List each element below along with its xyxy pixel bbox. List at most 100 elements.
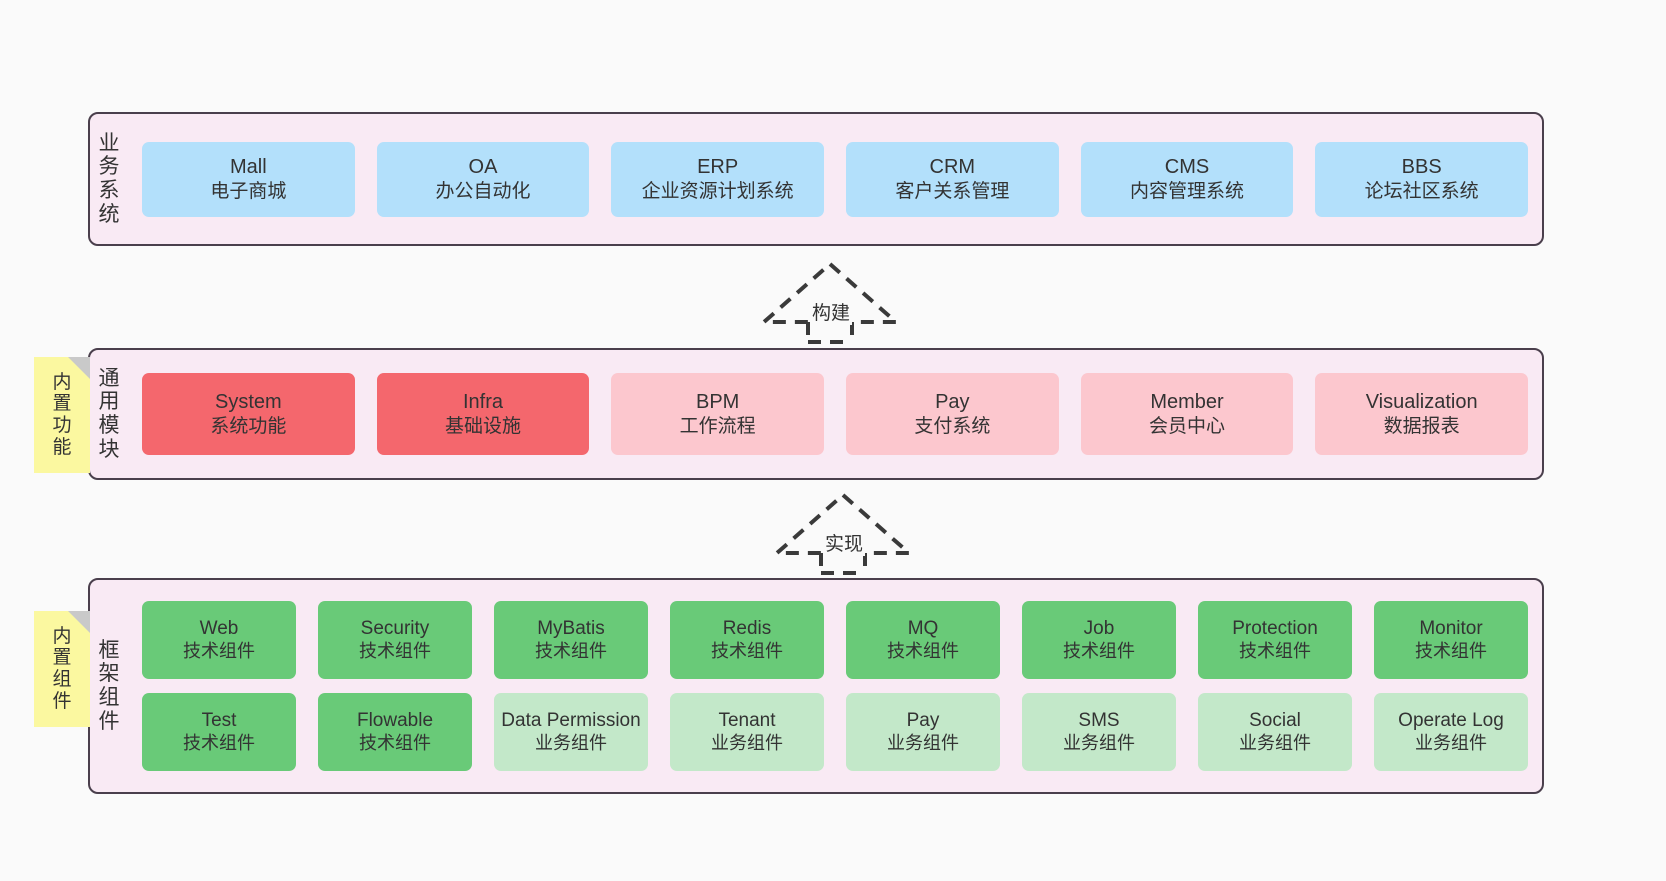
layer-business-system[interactable]: 业 务 系 统 Mall 电子商城 OA 办公自动化 ERP 企业资源计划系统 … (88, 112, 1544, 246)
card-title: Pay (935, 391, 970, 414)
sticky-char: 置 (52, 393, 72, 415)
card-title: MyBatis (537, 618, 605, 640)
card-subtitle: 系统功能 (210, 415, 287, 437)
card-title: Visualization (1365, 391, 1478, 414)
card-web[interactable]: Web 技术组件 (142, 601, 296, 679)
card-redis[interactable]: Redis 技术组件 (670, 601, 824, 679)
card-subtitle: 技术组件 (887, 640, 959, 661)
card-member[interactable]: Member 会员中心 (1080, 373, 1294, 455)
card-job[interactable]: Job 技术组件 (1022, 601, 1176, 679)
card-tenant[interactable]: Tenant 业务组件 (670, 693, 824, 771)
card-title: Social (1249, 710, 1301, 732)
business-system-card-grid: Mall 电子商城 OA 办公自动化 ERP 企业资源计划系统 CRM 客户关系… (128, 114, 1542, 244)
card-subtitle: 工作流程 (679, 415, 756, 437)
card-title: Security (360, 618, 430, 640)
card-title: OA (468, 156, 498, 179)
card-visualization[interactable]: Visualization 数据报表 (1315, 373, 1528, 455)
sticky-note-builtin-function: 内 置 功 能 (34, 357, 90, 473)
label-char: 业 (98, 131, 120, 155)
label-char: 件 (98, 709, 120, 733)
card-infra[interactable]: Infra 基础设施 (376, 373, 590, 455)
card-data-permission[interactable]: Data Permission 业务组件 (494, 693, 648, 771)
card-monitor[interactable]: Monitor 技术组件 (1374, 601, 1528, 679)
card-title: Member (1150, 391, 1224, 414)
label-char: 架 (98, 662, 120, 686)
card-subtitle: 技术组件 (1239, 640, 1311, 661)
card-protection[interactable]: Protection 技术组件 (1198, 601, 1352, 679)
card-subtitle: 业务组件 (711, 732, 783, 753)
card-title: Operate Log (1398, 710, 1504, 732)
card-subtitle: 客户关系管理 (895, 180, 1010, 202)
card-subtitle: 业务组件 (1063, 732, 1135, 753)
sticky-char: 内 (52, 625, 72, 647)
card-subtitle: 业务组件 (887, 732, 959, 753)
framework-component-card-grid: Web 技术组件 Security 技术组件 MyBatis 技术组件 Redi… (128, 580, 1542, 792)
card-subtitle: 业务组件 (1415, 732, 1487, 753)
card-title: Tenant (718, 710, 776, 732)
label-char: 务 (98, 155, 120, 179)
layer-label-common-module: 通 用 模 块 (90, 350, 128, 478)
sticky-char: 能 (52, 436, 72, 458)
card-title: Mall (229, 156, 267, 179)
card-subtitle: 业务组件 (1239, 732, 1311, 753)
card-security[interactable]: Security 技术组件 (318, 601, 472, 679)
sticky-char: 件 (52, 690, 72, 712)
card-title: CMS (1164, 156, 1210, 179)
label-char: 系 (98, 179, 120, 202)
card-subtitle: 会员中心 (1148, 415, 1225, 437)
card-subtitle: 电子商城 (210, 180, 287, 202)
layer-framework-component[interactable]: 框 架 组 件 Web 技术组件 Security 技术组件 MyBatis 技… (88, 578, 1544, 794)
card-subtitle: 技术组件 (359, 640, 431, 661)
card-subtitle: 技术组件 (183, 732, 255, 753)
card-title: Monitor (1419, 618, 1483, 640)
card-title: Redis (722, 618, 772, 640)
card-subtitle: 论坛社区系统 (1364, 180, 1479, 202)
card-title: CRM (929, 156, 976, 179)
card-crm[interactable]: CRM 客户关系管理 (846, 141, 1059, 217)
card-title: Job (1083, 618, 1115, 640)
card-title: Flowable (356, 710, 434, 732)
connector-implement: 实现 (771, 492, 915, 575)
card-system[interactable]: System 系统功能 (142, 373, 355, 455)
card-sms[interactable]: SMS 业务组件 (1022, 693, 1176, 771)
card-subtitle: 技术组件 (711, 640, 783, 661)
card-subtitle: 技术组件 (1063, 640, 1135, 661)
card-mybatis[interactable]: MyBatis 技术组件 (494, 601, 648, 679)
card-title: Pay (906, 710, 940, 732)
sticky-fold-corner (68, 357, 90, 379)
sticky-char: 组 (52, 669, 72, 690)
label-char: 模 (98, 414, 120, 437)
card-oa[interactable]: OA 办公自动化 (376, 141, 590, 217)
layer-label-framework-component: 框 架 组 件 (90, 580, 128, 792)
layer-label-business-system: 业 务 系 统 (90, 114, 128, 244)
card-subtitle: 技术组件 (359, 732, 431, 753)
card-cms[interactable]: CMS 内容管理系统 (1080, 141, 1294, 217)
card-subtitle: 技术组件 (1415, 640, 1487, 661)
layer-common-module[interactable]: 通 用 模 块 System 系统功能 Infra 基础设施 BPM 工作流程 … (88, 348, 1544, 480)
label-char: 统 (98, 202, 120, 226)
label-char: 组 (98, 686, 120, 709)
sticky-fold-corner (68, 611, 90, 633)
common-module-card-grid: System 系统功能 Infra 基础设施 BPM 工作流程 Pay 支付系统… (128, 350, 1542, 478)
card-title: ERP (697, 156, 739, 179)
sticky-char: 内 (52, 371, 72, 393)
card-subtitle: 支付系统 (914, 415, 991, 437)
card-test[interactable]: Test 技术组件 (142, 693, 296, 771)
card-social[interactable]: Social 业务组件 (1198, 693, 1352, 771)
label-char: 块 (98, 437, 120, 461)
card-operate-log[interactable]: Operate Log 业务组件 (1374, 693, 1528, 771)
card-bbs[interactable]: BBS 论坛社区系统 (1315, 141, 1528, 217)
card-subtitle: 数据报表 (1383, 415, 1460, 437)
card-mq[interactable]: MQ 技术组件 (846, 601, 1000, 679)
card-title: Protection (1232, 618, 1318, 640)
card-flowable[interactable]: Flowable 技术组件 (318, 693, 472, 771)
card-subtitle: 企业资源计划系统 (641, 180, 794, 202)
card-pay-module[interactable]: Pay 支付系统 (846, 373, 1059, 455)
card-bpm[interactable]: BPM 工作流程 (611, 373, 824, 455)
card-subtitle: 技术组件 (535, 640, 607, 661)
card-mall[interactable]: Mall 电子商城 (142, 141, 355, 217)
card-erp[interactable]: ERP 企业资源计划系统 (611, 141, 824, 217)
card-pay-component[interactable]: Pay 业务组件 (846, 693, 1000, 771)
card-title: Data Permission (501, 710, 641, 732)
